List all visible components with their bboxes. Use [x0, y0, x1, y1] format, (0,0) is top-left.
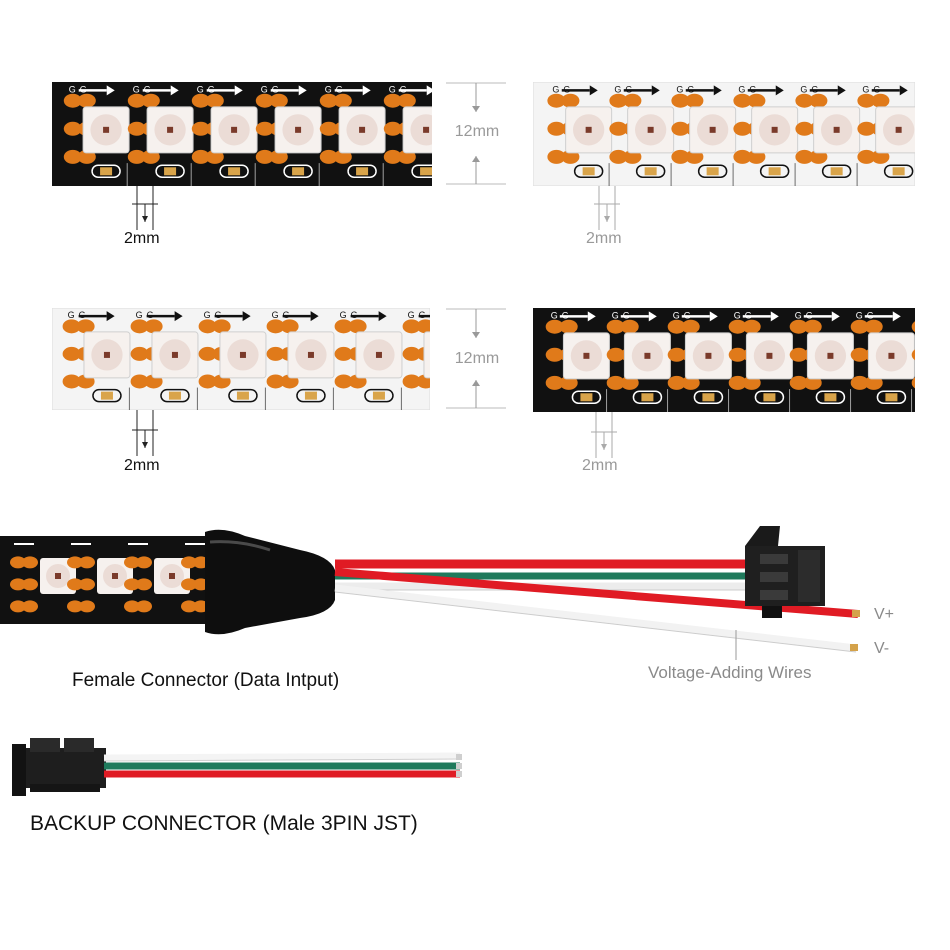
- v-minus-label: V-: [874, 640, 890, 657]
- svg-text:G: G: [862, 84, 869, 94]
- svg-text:G: G: [136, 310, 143, 320]
- female-connector-assembly: [0, 526, 860, 660]
- svg-text:G: G: [856, 310, 863, 320]
- svg-text:G: G: [204, 310, 211, 320]
- svg-text:G: G: [197, 84, 204, 94]
- svg-text:G: G: [614, 84, 621, 94]
- gap-label-3: 2mm: [124, 457, 160, 474]
- svg-text:G: G: [408, 310, 415, 320]
- svg-text:G: G: [612, 310, 619, 320]
- wire-white-vminus: [334, 584, 857, 652]
- backup-connector-assembly: [12, 738, 462, 796]
- led-strip-black-1: GGGGGGGGGGGGGG: [52, 82, 432, 186]
- svg-text:G: G: [800, 84, 807, 94]
- height-label-1: 12mm: [454, 123, 500, 140]
- svg-text:G: G: [133, 84, 140, 94]
- led-strip-white-2: GGGGGGGGGGGGGG: [533, 82, 915, 186]
- svg-text:G: G: [325, 84, 332, 94]
- svg-text:G: G: [795, 310, 802, 320]
- svg-text:G: G: [673, 310, 680, 320]
- gap-label-2: 2mm: [586, 230, 622, 247]
- female-connector-label: Female Connector (Data Intput): [72, 670, 340, 691]
- jst-connector-icon: [745, 526, 825, 618]
- led-strip-black-4: GGGGGGGGGGGGGG: [533, 308, 915, 412]
- svg-text:G: G: [738, 84, 745, 94]
- height-dimension-3: [446, 308, 506, 409]
- svg-text:G: G: [68, 310, 75, 320]
- svg-text:G: G: [676, 84, 683, 94]
- voltage-wires-label: Voltage-Adding Wires: [648, 663, 812, 682]
- height-label-3: 12mm: [454, 350, 500, 367]
- jst-male-connector-icon: [12, 738, 106, 796]
- svg-text:G: G: [551, 310, 558, 320]
- backup-wire-white: [103, 752, 461, 762]
- svg-text:G: G: [261, 84, 268, 94]
- gap-dimension-3: [132, 410, 158, 456]
- height-dimension-1: [446, 82, 506, 185]
- svg-text:G: G: [389, 84, 396, 94]
- heat-shrink-icon: [205, 529, 335, 635]
- gap-dimension-4: [591, 412, 617, 458]
- svg-text:G: G: [552, 84, 559, 94]
- svg-text:G: G: [734, 310, 741, 320]
- gap-label-4: 2mm: [582, 457, 618, 474]
- svg-text:G: G: [272, 310, 279, 320]
- gap-label-1: 2mm: [124, 230, 160, 247]
- svg-text:G: G: [340, 310, 347, 320]
- gap-dimension-2: [594, 186, 620, 230]
- v-plus-label: V+: [874, 606, 895, 623]
- gap-dimension-1: [132, 186, 158, 230]
- led-strip-white-3: GGGGGGGGGGGG: [52, 308, 430, 410]
- backup-connector-label: BACKUP CONNECTOR (Male 3PIN JST): [30, 812, 418, 835]
- svg-text:G: G: [69, 84, 76, 94]
